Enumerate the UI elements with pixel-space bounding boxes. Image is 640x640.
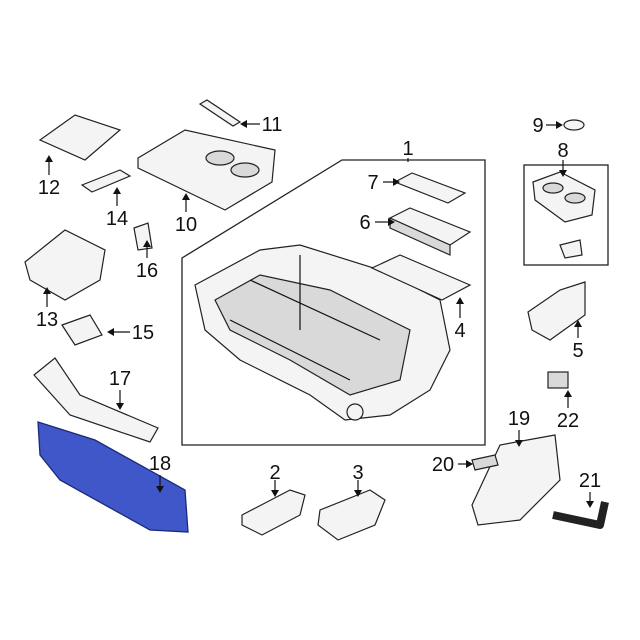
callout-18: 18	[149, 453, 171, 475]
part-17-side-trim[interactable]	[33, 357, 159, 443]
assembly-1-frame	[181, 159, 486, 446]
leader-lines	[43, 120, 594, 508]
callout-4: 4	[454, 320, 465, 342]
callout-20: 20	[432, 454, 454, 476]
callout-6: 6	[359, 212, 370, 234]
part-5-bracket[interactable]	[527, 281, 586, 341]
part-22-switch[interactable]	[547, 371, 569, 389]
callout-9: 9	[532, 115, 543, 137]
callout-2: 2	[269, 462, 280, 484]
callout-14: 14	[106, 208, 128, 230]
part-10-top-panel[interactable]	[137, 129, 276, 211]
callout-19: 19	[508, 408, 530, 430]
callout-8: 8	[557, 140, 568, 162]
callout-15: 15	[132, 322, 154, 344]
callout-11: 11	[262, 114, 283, 136]
callout-3: 3	[352, 462, 363, 484]
part-3-bracket[interactable]	[317, 489, 386, 541]
part-14-bracket[interactable]	[80, 169, 132, 193]
part-21-handle[interactable]	[552, 501, 609, 529]
callout-17: 17	[109, 368, 131, 390]
callout-5: 5	[572, 340, 583, 362]
part-19-rear-panel[interactable]	[471, 434, 561, 526]
part-6-tray[interactable]	[388, 207, 472, 256]
part-15-pad[interactable]	[61, 314, 103, 346]
part-4-mat[interactable]	[370, 254, 472, 301]
callout-12: 12	[38, 177, 60, 199]
assembly-8-frame	[523, 164, 609, 266]
callout-10: 10	[175, 214, 197, 236]
part-13-bin[interactable]	[24, 229, 106, 301]
callout-16: 16	[136, 260, 158, 282]
part-1-console-body[interactable]	[194, 244, 451, 421]
callout-22: 22	[557, 410, 579, 432]
callout-13: 13	[36, 309, 58, 331]
part-7-insert[interactable]	[393, 172, 467, 204]
part-2-bracket[interactable]	[241, 489, 306, 536]
part-20-trim[interactable]	[471, 454, 499, 471]
callout-7: 7	[367, 172, 378, 194]
part-11-strip[interactable]	[198, 99, 242, 127]
part-8-cupholder[interactable]	[532, 171, 596, 259]
part-12-lid[interactable]	[38, 114, 122, 161]
callout-21: 21	[579, 470, 601, 492]
part-9-ring[interactable]	[563, 119, 585, 131]
part-18-side-panel-highlighted[interactable]	[37, 421, 189, 533]
callout-1: 1	[402, 138, 413, 160]
